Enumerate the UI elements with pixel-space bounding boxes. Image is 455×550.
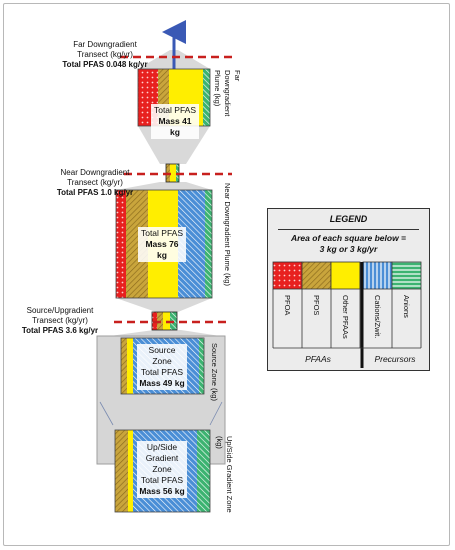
far-transect-title: Far Downgradient <box>73 40 137 49</box>
near-pfos <box>126 190 148 298</box>
upside-anions <box>197 430 210 512</box>
near-transect-total: Total PFAS 1.0 kg/yr <box>56 188 134 197</box>
source-zone-text-2: Zone <box>152 356 172 366</box>
near-anions <box>205 190 212 298</box>
legend-label-cations: Cations/Zwit. <box>373 295 382 339</box>
source-zone-vertical-label: Source Zone (kg) <box>210 343 219 401</box>
legend-label-pfos: PFOS <box>312 295 321 316</box>
legend-title: LEGEND <box>329 214 368 224</box>
legend-subtitle-2: 3 kg or 3 kg/yr <box>319 244 378 254</box>
source-zone-mass-label: Source Zone Total PFAS Mass 49 kg <box>137 344 187 390</box>
legend-subtitle-1: Area of each square below = <box>290 233 407 243</box>
upside-zone-mass: Mass 56 kg <box>139 486 185 496</box>
source-zone-text-1: Source <box>148 345 176 355</box>
upside-zone-vertical-label: Up/Side Gradient Zone (kg) <box>215 436 234 513</box>
funnel-shade-near-top <box>116 182 212 190</box>
legend-label-other: Other PFAAs <box>341 295 350 339</box>
upside-zone-mass-label: Up/Side Gradient Zone Total PFAS Mass 56… <box>137 441 187 498</box>
legend-swatch-anions <box>391 261 422 290</box>
source-transect-label: Source/Upgradient Transect (kg/yr) Total… <box>10 306 110 336</box>
far-pfos <box>158 69 169 126</box>
legend-swatch-other <box>330 261 361 290</box>
upside-pfos <box>115 430 128 512</box>
legend-swatches <box>272 261 422 368</box>
source-transect-title: Source/Upgradient <box>26 306 94 315</box>
far-plume-vertical-label: Far Downgradient Plume (kg) <box>213 70 242 117</box>
legend-box: LEGEND Area of each square below = 3 kg … <box>267 208 430 371</box>
upside-other <box>128 430 133 512</box>
far-plume-mass: Mass 41 kg <box>158 116 192 137</box>
far-transect-total: Total PFAS 0.048 kg/yr <box>62 60 148 69</box>
legend-divider <box>278 229 419 230</box>
legend-label-pfoa: PFOA <box>283 295 292 316</box>
source-zone-mass: Mass 49 kg <box>139 378 185 388</box>
near-plume-vertical-label: Near Downgradient Plume (kg) <box>223 183 232 286</box>
legend-swatch-cations <box>362 261 393 290</box>
far-transect-units: Transect (kg/yr) <box>77 50 133 59</box>
source-other <box>127 338 133 394</box>
legend-group-precursors: Precursors <box>374 354 416 364</box>
source-transect-units: Transect (kg/yr) <box>32 316 88 325</box>
far-anions <box>203 69 210 126</box>
source-zone-total-text: Total PFAS <box>140 367 184 377</box>
legend-group-pfaas: PFAAs <box>305 354 331 364</box>
near-transect-units: Transect (kg/yr) <box>67 178 123 187</box>
near-transect-title: Near Downgradient <box>60 168 130 177</box>
upside-zone-text-1: Up/Side <box>146 442 178 452</box>
source-transect-total: Total PFAS 3.6 kg/yr <box>21 326 99 335</box>
legend-swatch-pfos <box>301 261 332 290</box>
legend-swatch-pfoa <box>272 261 303 290</box>
near-transect-label: Near Downgradient Transect (kg/yr) Total… <box>50 168 140 198</box>
funnel-shade-near-bottom <box>116 298 212 312</box>
near-plume-total-text: Total PFAS <box>140 228 184 238</box>
funnel-shade-source-top <box>110 330 220 336</box>
figure-frame <box>3 3 450 546</box>
far-plume-total-text: Total PFAS <box>153 105 197 115</box>
source-anions <box>199 338 204 394</box>
upside-zone-text-2: Gradient <box>145 453 179 463</box>
near-pfoa <box>116 190 126 298</box>
far-plume-mass-label: Total PFAS Mass 41 kg <box>151 104 199 139</box>
source-pfos <box>121 338 127 394</box>
upside-zone-total-text: Total PFAS <box>140 475 184 485</box>
near-plume-mass: Mass 76 kg <box>145 239 179 260</box>
legend-label-anions: Anions <box>402 295 411 318</box>
far-transect-label: Far Downgradient Transect (kg/yr) Total … <box>60 40 150 70</box>
upside-zone-text-3: Zone <box>152 464 172 474</box>
near-plume-mass-label: Total PFAS Mass 76 kg <box>138 227 186 262</box>
